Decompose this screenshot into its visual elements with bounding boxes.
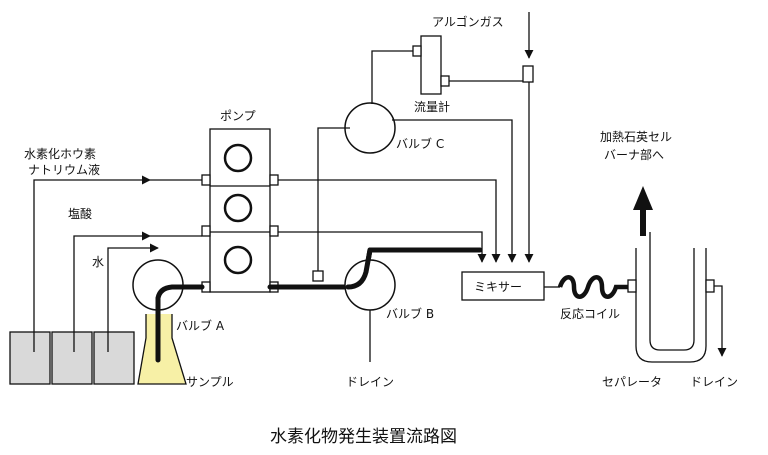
pump-roller-icon xyxy=(223,245,253,275)
label-mixer: ミキサー xyxy=(474,280,522,294)
label-burner-section: バーナ部へ xyxy=(604,147,664,162)
sample-line xyxy=(155,284,205,363)
label-drain-b: ドレイン xyxy=(346,375,394,389)
label-sample: サンプル xyxy=(186,375,234,389)
label-hydrochloric-acid: 塩酸 xyxy=(68,206,92,221)
tube-water xyxy=(107,243,159,352)
figure-caption: 水素化物発生装置流路図 xyxy=(270,427,457,447)
reaction-coil-icon xyxy=(557,275,632,299)
flow-meter xyxy=(420,35,442,95)
label-drain-separator: ドレイン xyxy=(690,375,738,389)
pump-roller-icon xyxy=(223,143,253,173)
label-argon-gas: アルゴンガス xyxy=(432,14,504,29)
label-valve-b: バルブ B xyxy=(386,306,434,321)
label-separator: セパレータ xyxy=(602,375,662,389)
tube-hcl xyxy=(73,231,151,352)
bottle-sodium-borohydride xyxy=(9,331,51,385)
valve-c-to-tee xyxy=(317,127,350,271)
conical-flask-icon xyxy=(137,314,187,385)
label-sodium-borohydride-2: ナトリウム液 xyxy=(28,162,100,177)
valve-c-to-mixer xyxy=(392,119,517,263)
reagent-bottles xyxy=(9,331,135,385)
arrow-icon xyxy=(633,186,653,210)
label-valve-c: バルブ C xyxy=(396,136,444,151)
hcl-to-mixer xyxy=(278,231,487,263)
label-water: 水 xyxy=(92,255,104,269)
label-sodium-borohydride: 水素化ホウ素 xyxy=(24,147,96,161)
tee-fitting xyxy=(312,270,324,282)
drain-line-separator xyxy=(714,285,727,357)
label-reaction-coil: 反応コイル xyxy=(560,307,620,321)
valve-c xyxy=(344,102,396,154)
tube-nabh4 xyxy=(33,175,151,352)
nabh4-to-mixer xyxy=(278,179,501,263)
bottle-hydrochloric-acid xyxy=(51,331,93,385)
pump xyxy=(201,128,279,293)
label-heated-quartz-cell: 加熱石英セル xyxy=(600,130,672,144)
bottle-water xyxy=(93,331,135,385)
pump-roller-icon xyxy=(223,193,253,223)
label-pump: ポンプ xyxy=(220,109,256,123)
separator xyxy=(627,232,715,363)
mixer xyxy=(461,271,545,301)
argon-tee xyxy=(522,65,534,83)
label-valve-a: バルブ A xyxy=(176,318,225,333)
label-flow-meter: 流量計 xyxy=(414,99,450,114)
